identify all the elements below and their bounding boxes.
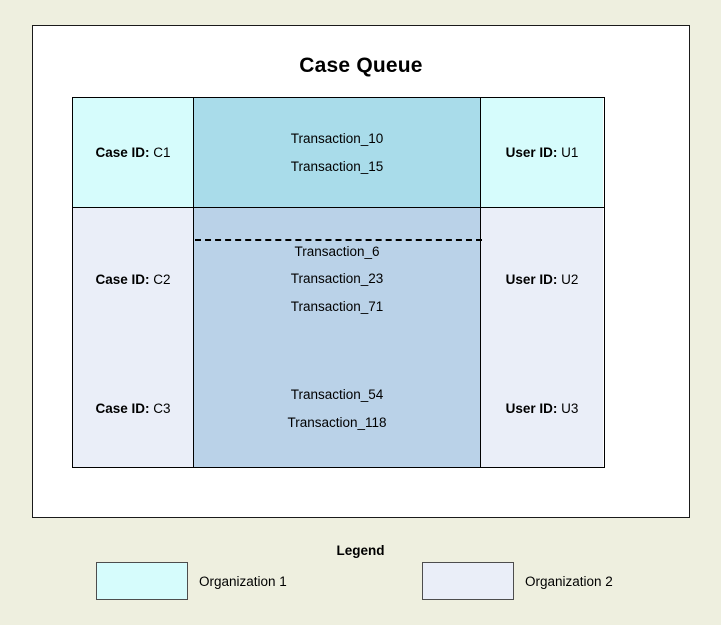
- case-queue-panel: Case Queue Case ID: C1 Transaction_10 Tr…: [32, 25, 690, 518]
- transaction-item: Transaction_118: [287, 414, 387, 430]
- legend-title: Legend: [336, 543, 385, 558]
- user-id-value: U3: [561, 401, 579, 416]
- page-title: Case Queue: [299, 54, 423, 77]
- case-id-value: C3: [153, 401, 171, 416]
- table-row[interactable]: Case ID: C2 Transaction_6 Transaction_23…: [73, 208, 604, 350]
- transactions-cell: Transaction_6 Transaction_23 Transaction…: [194, 208, 481, 350]
- transaction-item: Transaction_10: [290, 131, 384, 146]
- user-id-label: User ID:: [505, 145, 558, 160]
- user-id-label: User ID:: [505, 271, 558, 287]
- transaction-item: Transaction_71: [290, 298, 384, 314]
- case-id-cell: Case ID: C3: [73, 350, 194, 467]
- case-id-label: Case ID:: [95, 401, 150, 416]
- case-id-label: Case ID:: [95, 145, 150, 160]
- transaction-item: Transaction_6: [294, 243, 380, 259]
- user-id-cell: User ID: U1: [481, 98, 603, 207]
- case-id-cell: Case ID: C1: [73, 98, 194, 207]
- user-id-cell: User ID: U2: [481, 208, 603, 350]
- transaction-item: Transaction_23: [290, 271, 384, 287]
- user-id-value: U2: [561, 271, 579, 287]
- legend-swatch-icon: [422, 562, 514, 600]
- legend: Legend Organization 1 Organization 2: [0, 528, 721, 625]
- legend-item: Organization 2: [422, 562, 613, 600]
- case-queue-table: Case ID: C1 Transaction_10 Transaction_1…: [72, 97, 605, 468]
- user-id-label: User ID:: [505, 401, 558, 416]
- case-id-value: C2: [153, 271, 171, 287]
- table-row[interactable]: Case ID: C3 Transaction_54 Transaction_1…: [73, 350, 604, 467]
- case-id-label: Case ID:: [95, 271, 150, 287]
- transaction-item: Transaction_54: [290, 387, 384, 402]
- legend-item-label: Organization 2: [525, 573, 613, 589]
- case-id-cell: Case ID: C2: [73, 208, 194, 350]
- case-id-value: C1: [153, 145, 171, 160]
- table-row[interactable]: Case ID: C1 Transaction_10 Transaction_1…: [73, 98, 604, 208]
- transactions-cell: Transaction_54 Transaction_118: [194, 350, 481, 467]
- transactions-cell: Transaction_10 Transaction_15: [194, 98, 481, 207]
- case-group-divider: [195, 239, 482, 241]
- transaction-item: Transaction_15: [290, 158, 384, 174]
- legend-item-label: Organization 1: [199, 573, 287, 589]
- user-id-cell: User ID: U3: [481, 350, 603, 467]
- legend-swatch-icon: [96, 562, 188, 600]
- legend-item: Organization 1: [96, 562, 287, 600]
- user-id-value: U1: [561, 145, 579, 160]
